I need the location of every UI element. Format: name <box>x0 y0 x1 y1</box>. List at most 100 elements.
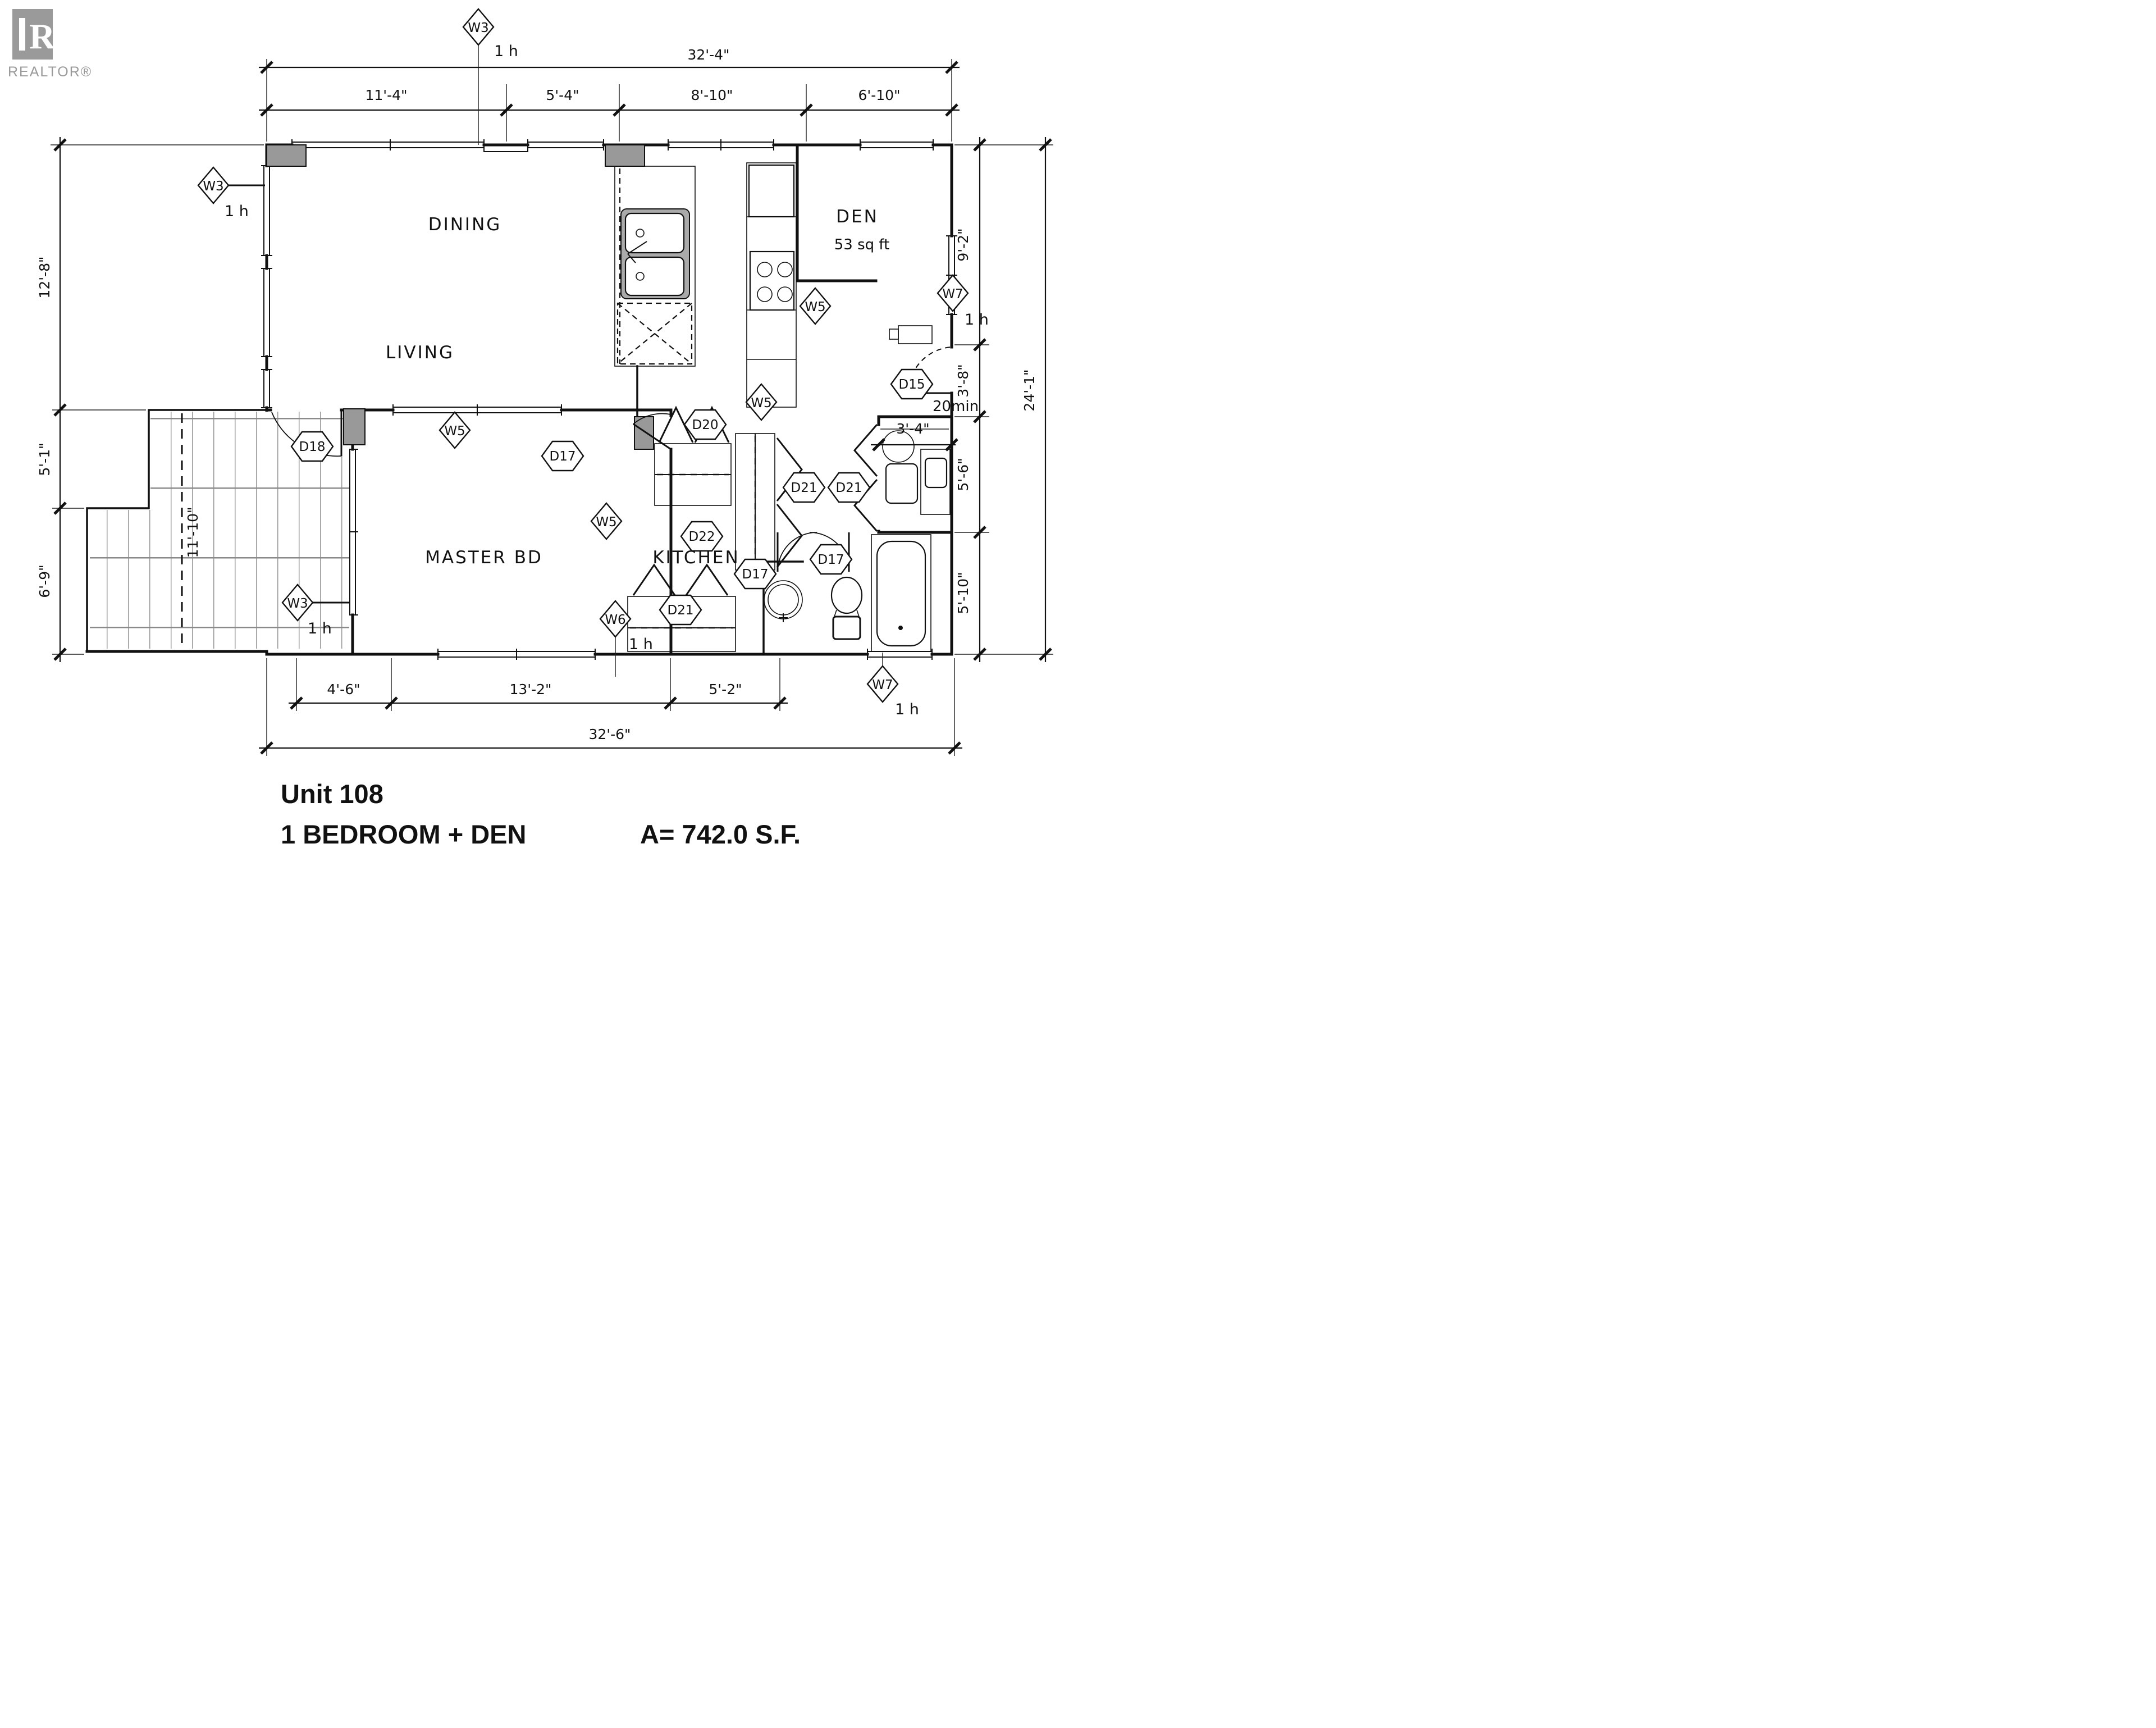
closet-hall-east <box>735 433 803 571</box>
post-3 <box>343 408 366 445</box>
dishwasher <box>616 302 693 365</box>
kitchen-sink <box>620 208 690 299</box>
logo-letter: R <box>29 16 56 56</box>
tag-d21-toilet: D21 <box>827 472 871 503</box>
room-label-dining: DINING <box>428 215 502 235</box>
dim-bottom-overall: 32'-6" <box>588 726 631 742</box>
tag-w7-den: W7 <box>937 274 969 312</box>
dim-right-2: 3'-8" <box>955 364 971 397</box>
dim-right-overall: 24'-1" <box>1021 369 1038 411</box>
tag-w3-top: W3 <box>462 8 495 46</box>
tag-d21-closet: D21 <box>782 472 826 503</box>
dim-top-overall: 32'-4" <box>687 47 729 63</box>
stove <box>747 250 796 360</box>
window-left-3 <box>261 369 272 408</box>
bifold-door <box>853 424 878 477</box>
kitchen-counter-left <box>614 166 696 367</box>
svg-text:D21: D21 <box>668 603 694 618</box>
svg-text:W7: W7 <box>942 287 963 302</box>
title-block: Unit 108 1 BEDROOM + DEN A= 742.0 S.F. <box>281 779 801 849</box>
svg-text:D17: D17 <box>550 449 576 464</box>
tag-d17-master: D17 <box>541 440 584 472</box>
title-type: 1 BEDROOM + DEN <box>281 819 526 849</box>
svg-text:D17: D17 <box>818 553 844 567</box>
tag-w3-patio-sub: 1 h <box>308 620 332 637</box>
svg-text:D20: D20 <box>692 418 719 432</box>
tag-d20-closet: D20 <box>683 409 727 440</box>
tag-w6-master-sub: 1 h <box>629 636 653 653</box>
tag-w3-left: W3 <box>197 166 230 204</box>
door-rating-label: 20min <box>933 398 979 415</box>
svg-text:W7: W7 <box>872 678 893 692</box>
svg-text:W3: W3 <box>468 21 488 35</box>
dim-bottom-3: 5'-2" <box>709 681 742 697</box>
tag-w5-closet: W5 <box>745 383 778 421</box>
dim-right-3: 5'-6" <box>955 458 971 491</box>
master-door <box>633 413 672 450</box>
tag-w3-left-sub: 1 h <box>225 203 249 220</box>
tag-w6-master: W6 <box>599 600 632 638</box>
toilet <box>882 430 919 504</box>
realtor-logo: R REALTOR® <box>8 9 91 80</box>
dim-left-3: 6'-9" <box>36 564 53 598</box>
dimension-witness-lines <box>51 59 1053 756</box>
wall-posts <box>266 144 654 450</box>
window-master-north <box>392 404 562 416</box>
tag-w3-top-sub: 1 h <box>494 43 518 60</box>
dim-bottom-1: 4'-6" <box>327 681 360 697</box>
tag-w7-bath-sub: 1 h <box>895 701 919 718</box>
svg-text:D21: D21 <box>836 481 862 495</box>
window-bath-south <box>867 649 933 660</box>
dimension-labels: 32'-4" 11'-4" 5'-4" 8'-10" 6'-10" 12'-8"… <box>36 47 1038 742</box>
dim-top-1: 11'-4" <box>365 87 407 103</box>
tag-w5-master: W5 <box>438 411 471 449</box>
faucet-icon <box>627 241 647 263</box>
svg-text:W6: W6 <box>605 613 625 627</box>
window-master-south <box>437 649 596 660</box>
window-top-4 <box>860 139 934 151</box>
window-right-den <box>946 235 957 315</box>
title-unit: Unit 108 <box>281 779 383 809</box>
dim-top-2: 5'-4" <box>546 87 579 103</box>
bathtub <box>871 534 931 652</box>
window-left-2 <box>261 268 272 357</box>
dim-top-3: 8'-10" <box>691 87 733 103</box>
fridge <box>747 164 796 218</box>
title-area: A= 742.0 S.F. <box>640 819 801 849</box>
room-label-master: MASTER BD <box>425 548 543 568</box>
tag-w5-den: W5 <box>799 287 832 325</box>
tag-d17-bath-a: D17 <box>733 558 777 590</box>
svg-text:W5: W5 <box>444 424 465 439</box>
kitchen-fixtures <box>614 162 797 408</box>
svg-text:D18: D18 <box>299 440 326 454</box>
floor-plan-drawing: R REALTOR® <box>8 8 1053 849</box>
tag-w7-den-sub: 1 h <box>965 311 989 329</box>
laundry-closet <box>627 563 736 652</box>
tag-d21-laundry: D21 <box>659 594 702 626</box>
room-label-living: LIVING <box>386 343 454 363</box>
dim-right-4: 5'-10" <box>955 572 971 614</box>
post-1 <box>266 144 307 167</box>
patio: 11'-10" <box>86 409 349 653</box>
svg-text:W5: W5 <box>596 515 616 530</box>
logo-bar <box>19 18 25 51</box>
dim-bottom-2: 13'-2" <box>509 681 551 697</box>
post-2 <box>605 144 645 167</box>
dim-top-4: 6'-10" <box>858 87 900 103</box>
tag-d18-patio: D18 <box>290 431 334 462</box>
entry-bench-side <box>889 329 899 340</box>
room-label-den: DEN <box>836 207 879 227</box>
svg-text:W5: W5 <box>751 396 771 411</box>
patio-tiles <box>90 412 349 649</box>
tag-w7-bath: W7 <box>866 665 899 703</box>
floor-plan-page: R REALTOR® <box>0 0 1078 864</box>
tag-leader-lines <box>227 44 883 677</box>
patio-depth-label: 11'-10" <box>185 507 201 558</box>
post-4 <box>634 416 654 450</box>
bifold-door <box>658 405 694 443</box>
svg-text:W3: W3 <box>203 179 223 194</box>
tag-w3-patio: W3 <box>281 583 314 622</box>
dim-right-1: 9'-2" <box>955 228 971 261</box>
window-top-1 <box>291 139 485 151</box>
svg-text:W3: W3 <box>287 596 308 611</box>
